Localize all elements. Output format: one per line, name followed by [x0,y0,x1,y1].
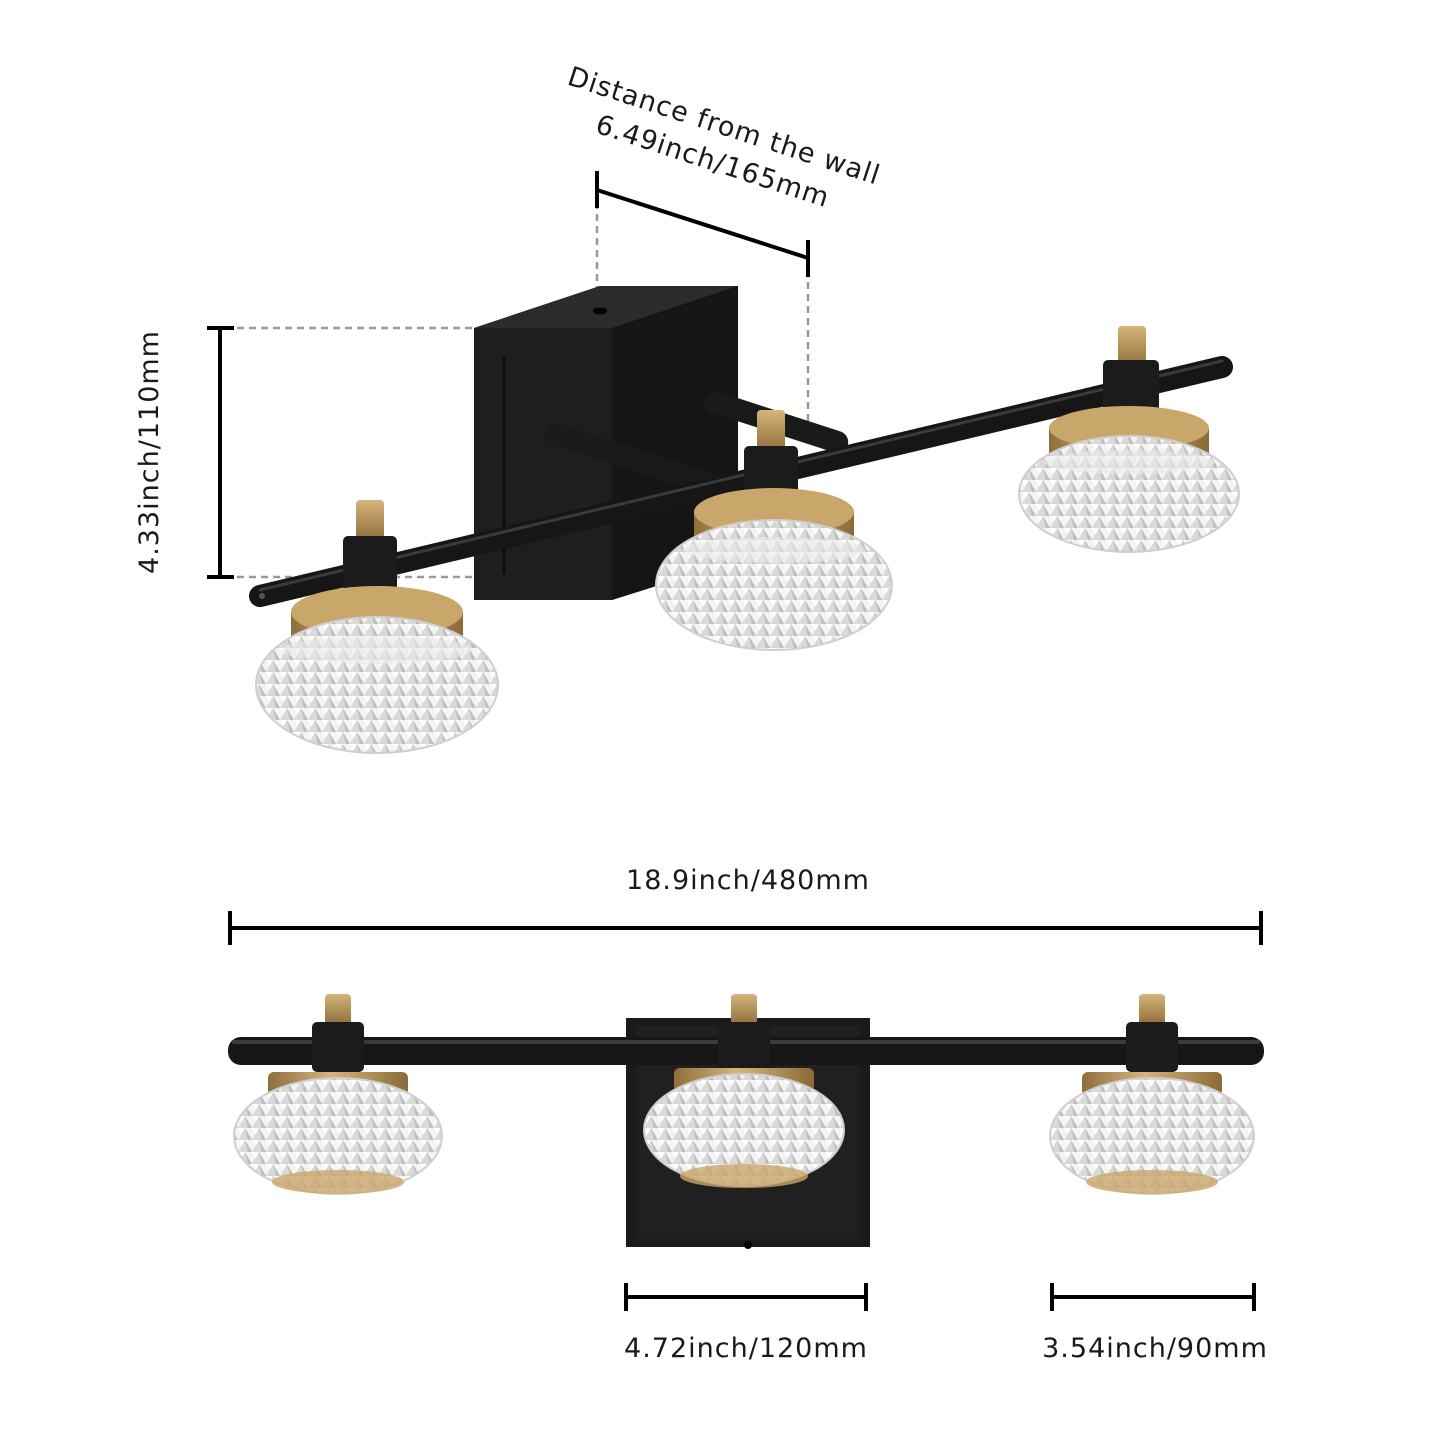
dimension-distance-from-wall: Distance from the wall 6.49inch/165mm [564,61,884,277]
label-width: 18.9inch/480mm [626,865,870,896]
top-view-fixture: Distance from the wall 6.49inch/165mm 4.… [134,61,1240,754]
lamp-shade-left-top [255,500,499,754]
lamp-shade-center-front [643,994,845,1188]
dimension-line-depth [596,188,809,260]
main-bar-top [249,356,1233,607]
dimension-shade-diameter: 3.54inch/90mm [1042,1283,1268,1364]
lamp-shade-right-front [1049,994,1255,1195]
label-backplate-width: 4.72inch/120mm [624,1333,868,1364]
label-height: 4.33inch/110mm [134,330,165,574]
dimension-backplate-width: 4.72inch/120mm [624,1283,868,1364]
dimension-height: 4.33inch/110mm [134,326,234,579]
lamp-shade-left-front [233,994,443,1195]
label-shade-diameter: 3.54inch/90mm [1042,1333,1268,1364]
lamp-shade-right-top [1018,326,1240,553]
front-view-fixture: 18.9inch/480mm [228,865,1268,1364]
lamp-shade-center-top [655,410,893,651]
dimension-width: 18.9inch/480mm [228,865,1263,945]
